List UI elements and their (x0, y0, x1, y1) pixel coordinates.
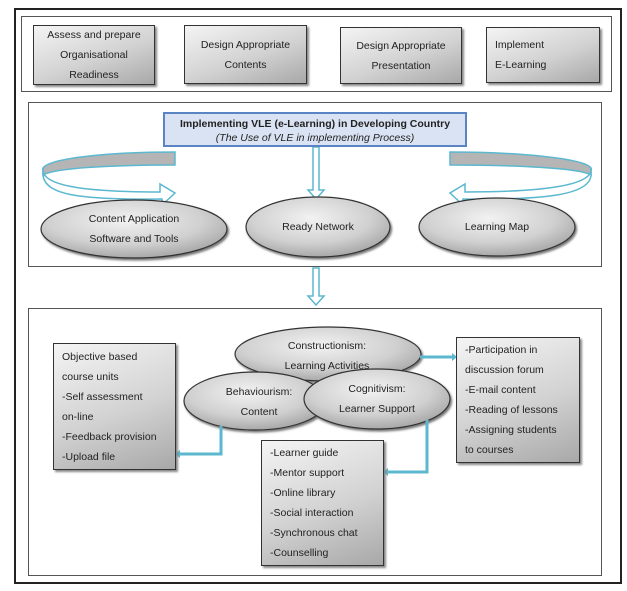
vle-title-box: Implementing VLE (e-Learning) in Develop… (163, 112, 467, 147)
oval-cognitivism (303, 368, 451, 430)
list-item: to courses (465, 444, 514, 456)
arrowhead-icon (175, 450, 180, 458)
step-line: Contents (224, 58, 267, 71)
list-item: -Upload file (62, 450, 116, 463)
step-line: Implement (495, 39, 545, 51)
step-line: Design Appropriate (200, 38, 291, 51)
cognitivism-list: -Learner guide -Mentor support -Online lib… (261, 440, 384, 566)
list-item: on-line (62, 410, 94, 423)
list-item: -Participation in (465, 344, 538, 356)
theory-section (28, 308, 602, 576)
arrowhead-icon (452, 353, 457, 361)
list-item: -Synchronous chat (270, 527, 358, 539)
oval-line: Content (240, 406, 278, 418)
step-line: Assess and prepare (47, 29, 141, 41)
oval-line: Learner Support (339, 403, 415, 415)
list-item: -Social interaction (270, 507, 354, 519)
list-item: -Online library (270, 487, 336, 499)
oval-learning-map (418, 197, 576, 257)
oval-line: Content Application (88, 213, 180, 225)
oval-content-application (40, 199, 228, 259)
behaviourism-list: Objective based course units -Self assessm… (53, 343, 176, 470)
oval-line: Software and Tools (89, 233, 179, 245)
oval-line: Constructionism: (287, 340, 367, 352)
list-item: discussion forum (465, 364, 544, 376)
oval-line: Learning Activities (284, 360, 370, 372)
connector-lines (180, 355, 452, 474)
oval-line: Behaviourism: (225, 386, 293, 398)
list-item: course units (62, 370, 119, 383)
list-item: -Learner guide (270, 447, 339, 459)
oval-ready-network (245, 196, 391, 258)
list-item: -Assigning students (465, 424, 557, 436)
oval-label: Ready Network (282, 217, 354, 237)
vle-subtitle: (The Use of VLE in implementing Process) (215, 132, 415, 144)
steps-section (21, 16, 612, 92)
oval-label: Learning Map (465, 217, 529, 237)
oval-line: Learning Map (464, 221, 530, 233)
step-line: Organisational (60, 49, 128, 61)
diagram-frame (14, 8, 622, 584)
arrowhead-icon (383, 468, 388, 476)
arrow-down-icon (306, 146, 326, 201)
vle-section (28, 102, 602, 267)
list-item: -E-mail content (465, 384, 536, 396)
curved-arrow-right-icon (448, 151, 592, 207)
step-line: Readiness (69, 69, 119, 81)
step-line: Design Appropriate (356, 39, 446, 52)
curved-arrow-left-icon (42, 151, 177, 207)
list-item: -Reading of lessons (465, 404, 558, 416)
step-line: E-Learning (495, 59, 547, 71)
list-item: -Self assessment (62, 390, 143, 403)
list-item: -Counselling (270, 547, 329, 559)
oval-label: Cognitivism: Learner Support (339, 379, 415, 419)
arrow-down-icon (306, 267, 326, 307)
constructionism-list: -Participation in discussion forum -E-mail… (456, 337, 580, 463)
oval-label: Behaviourism: Content (226, 382, 293, 422)
list-item: Objective based (62, 350, 138, 363)
list-item: -Feedback provision (62, 430, 157, 443)
oval-line: Cognitivism: (348, 383, 406, 395)
oval-line: Ready Network (282, 221, 354, 233)
step-line: Presentation (371, 59, 431, 72)
vle-title: Implementing VLE (e-Learning) in Develop… (179, 118, 451, 130)
list-item: -Mentor support (270, 467, 345, 479)
oval-label: Constructionism: Learning Activities (285, 336, 370, 376)
